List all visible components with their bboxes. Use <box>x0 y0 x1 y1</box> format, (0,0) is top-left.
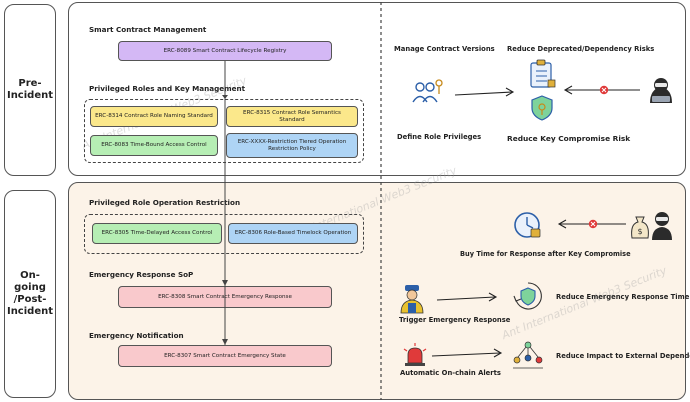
label-trigger-emergency-response: Trigger Emergency Response <box>399 316 511 324</box>
shield-icon <box>531 95 553 121</box>
phase-post-incident-label: On-going /Post- Incident <box>6 270 54 317</box>
phase-pre-incident: Pre-Incident <box>4 4 56 176</box>
label-reduce-key-compromise: Reduce Key Compromise Risk <box>507 134 631 143</box>
response-cycle-icon <box>513 282 542 310</box>
box-erc8314: ERC-8314 Contract Role Naming Standard <box>90 106 218 127</box>
flow-arrow-2 <box>222 280 228 286</box>
group-privileged-roles <box>84 99 364 163</box>
box-erc8315: ERC-8315 Contract Role Semantics Standar… <box>226 106 358 127</box>
officer-icon <box>400 285 424 314</box>
network-people-icon <box>513 341 543 369</box>
box-erc8083: ERC-8083 Time-Bound Access Control <box>90 135 218 156</box>
flow-arrow-1 <box>222 95 228 99</box>
label-reduce-deprecated-risks: Reduce Deprecated/Dependency Risks <box>507 45 655 53</box>
box-erc8305: ERC-8305 Time-Delayed Access Control <box>92 223 222 244</box>
flow-arrow-3 <box>222 339 228 345</box>
box-ercxxxx: ERC-XXXX-Restriction Tiered Operation Re… <box>226 133 358 158</box>
checklist-icon <box>530 59 556 88</box>
label-manage-contract-versions: Manage Contract Versions <box>394 45 495 53</box>
phase-post-incident: On-going /Post- Incident <box>4 190 56 398</box>
box-erc8306: ERC-8306 Role-Based Timelock Operation <box>228 223 358 244</box>
hacker-icon <box>650 78 672 103</box>
alarm-siren-icon <box>403 343 427 366</box>
label-reduce-emergency-response-time: Reduce Emergency Response Time <box>556 293 690 301</box>
label-buy-time: Buy Time for Response after Key Compromi… <box>460 250 631 258</box>
box-erc8307: ERC-8307 Smart Contract Emergency State <box>118 345 332 367</box>
section-privileged-role-operation-restriction: Privileged Role Operation Restriction <box>89 198 241 207</box>
label-reduce-impact-external: Reduce Impact to External Dependency <box>556 352 690 360</box>
label-define-role-privileges: Define Role Privileges <box>397 133 482 141</box>
box-erc8089: ERC-8089 Smart Contract Lifecycle Regist… <box>118 41 332 61</box>
phase-pre-incident-label: Pre-Incident <box>6 78 54 101</box>
section-emergency-response-sop: Emergency Response SoP <box>89 270 194 279</box>
section-emergency-notification: Emergency Notification <box>89 331 184 340</box>
label-automatic-onchain-alerts: Automatic On-chain Alerts <box>400 369 501 377</box>
section-smart-contract-management: Smart Contract Management <box>89 25 207 34</box>
money-thief-icon: $ <box>631 212 672 240</box>
svg-text:$: $ <box>637 227 642 236</box>
clock-icon <box>514 212 541 238</box>
group-operation-restriction <box>84 214 364 254</box>
role-key-icon <box>412 79 443 103</box>
section-privileged-roles-key-management: Privileged Roles and Key Management <box>89 84 246 93</box>
